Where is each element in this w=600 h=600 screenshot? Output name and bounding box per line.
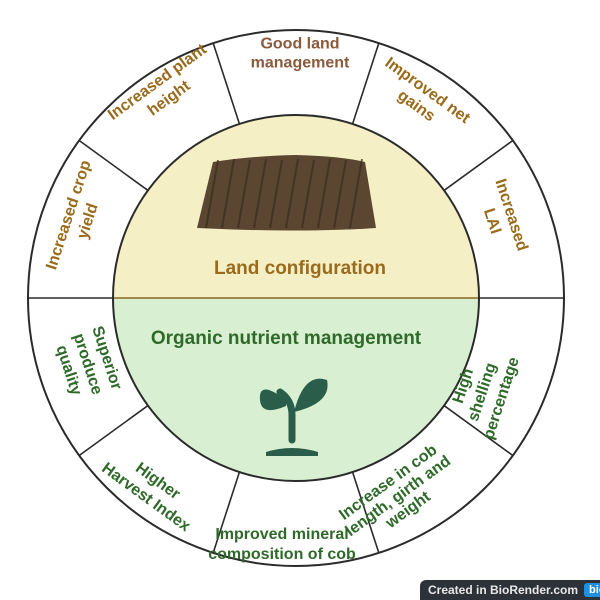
segment-divider	[351, 42, 380, 125]
soil-ridge-line	[269, 159, 283, 229]
segment-divider	[212, 471, 241, 554]
segment-label: Good land management	[251, 36, 350, 72]
segment-label: Improved mineral composition of cob	[208, 526, 356, 563]
center-top-label: Land configuration	[214, 258, 386, 279]
soil-ridge-line	[237, 159, 251, 229]
inner-circle-outline	[112, 114, 480, 482]
soil-ridges-icon	[197, 155, 376, 231]
segment-divider	[78, 404, 149, 457]
segment-divider	[443, 139, 514, 192]
segment-divider	[351, 471, 380, 554]
soil-ridge-line	[301, 159, 315, 229]
segment-label-line: Improved mineral	[215, 526, 348, 543]
soil-ridge-line	[205, 159, 219, 229]
segment-label-line: management	[251, 55, 350, 72]
watermark-badge: bio	[584, 583, 600, 597]
segment-label-line: Good land	[260, 36, 339, 53]
seedling-icon	[259, 378, 328, 456]
biorender-watermark: Created in BioRender.com bio	[420, 580, 600, 600]
segment-dividers	[28, 42, 564, 554]
segment-divider	[212, 42, 241, 125]
segment-label-line: composition of cob	[208, 546, 356, 563]
watermark-text: Created in BioRender.com	[428, 583, 579, 597]
soil-ridge-line	[285, 158, 299, 229]
center-bottom-label: Organic nutrient management	[151, 328, 422, 349]
soil-ridge-line	[317, 158, 331, 229]
soil-ridge-line	[333, 159, 347, 229]
segment-divider	[78, 139, 149, 192]
soil-ridge-line	[253, 158, 267, 229]
soil-ridge-line	[349, 158, 363, 229]
soil-ridge-line	[221, 158, 235, 229]
segment-divider	[443, 404, 514, 457]
